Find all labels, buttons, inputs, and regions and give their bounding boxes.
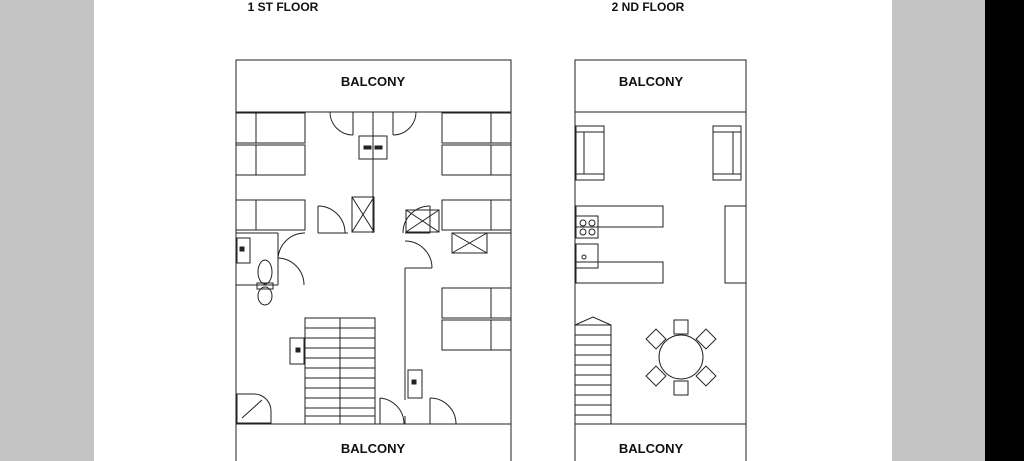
first-floor-outline bbox=[235, 59, 512, 461]
first-floor-bottom-balcony-label: BALCONY bbox=[341, 441, 406, 456]
first-floor-doors bbox=[277, 111, 457, 425]
second-floor-staircase bbox=[574, 316, 612, 425]
second-floor-title: 2 ND FLOOR bbox=[612, 0, 685, 14]
first-floor-title: 1 ST FLOOR bbox=[248, 0, 319, 14]
first-floor-plan bbox=[235, 59, 512, 461]
second-floor-top-balcony-label: BALCONY bbox=[619, 74, 684, 89]
first-floor-sinks bbox=[236, 135, 423, 399]
first-floor-top-balcony-label: BALCONY bbox=[341, 74, 406, 89]
right-edge-bar bbox=[985, 0, 1024, 461]
second-floor-bottom-balcony-label: BALCONY bbox=[619, 441, 684, 456]
first-floor-beds bbox=[235, 112, 512, 351]
second-floor-plan bbox=[574, 59, 747, 461]
first-floor-toilet bbox=[256, 259, 274, 306]
second-floor-sofas bbox=[575, 125, 742, 181]
first-floor-wardrobes bbox=[351, 196, 488, 254]
second-floor-kitchen bbox=[575, 205, 747, 284]
first-floor-shower bbox=[236, 393, 272, 424]
second-floor-dining-table bbox=[645, 319, 717, 396]
first-floor-staircase bbox=[304, 317, 376, 425]
second-floor-outline bbox=[574, 59, 747, 461]
first-floor-walls bbox=[236, 112, 511, 424]
